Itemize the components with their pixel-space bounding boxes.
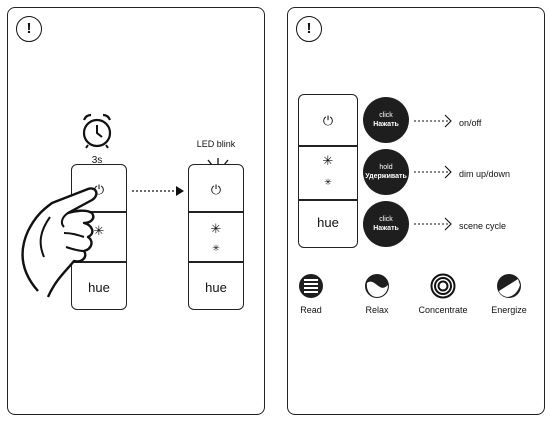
action-result: on/off — [459, 118, 482, 128]
scene-label: Energize — [491, 305, 527, 315]
action-gesture-ru: Нажать — [373, 225, 399, 232]
action-circle-hold: hold Удерживать — [363, 149, 409, 195]
action-result: dim up/down — [459, 169, 511, 179]
remote-diagram: ⏻ ✳ ✳ hue — [298, 94, 358, 248]
dim-down-button[interactable]: ✳ — [212, 243, 220, 253]
divider — [72, 211, 126, 213]
action-gesture: click — [379, 112, 393, 119]
timer-label: 3s — [91, 155, 103, 166]
arrow-icon — [414, 217, 452, 231]
dim-down-button[interactable]: ✳ — [324, 177, 332, 187]
action-gesture: hold — [379, 164, 393, 171]
alarm-clock-icon — [82, 113, 112, 149]
scene-label: Read — [300, 305, 322, 315]
scene-label: Relax — [365, 305, 389, 315]
dim-button[interactable]: ✳ — [93, 223, 105, 238]
action-result: scene cycle — [459, 221, 507, 231]
remote-after: ⏻ ✳ ✳ hue — [188, 164, 244, 310]
action-circle-click: click Нажать — [363, 201, 409, 247]
left-panel: ! 3s ⏻ ✳ hue LED blink ⏻ ✳ ✳ — [7, 7, 265, 415]
hue-button[interactable]: hue — [88, 280, 110, 295]
action-gesture: click — [379, 216, 393, 223]
divider — [299, 145, 357, 147]
power-button[interactable]: ⏻ — [210, 182, 222, 197]
hue-button[interactable]: hue — [317, 215, 339, 230]
dim-button[interactable]: ✳ — [322, 153, 334, 168]
led-blink-label: LED blink — [196, 139, 236, 149]
dim-button[interactable]: ✳ — [210, 221, 222, 236]
arrow-icon — [132, 186, 184, 196]
concentrate-icon — [430, 273, 456, 299]
energize-icon — [497, 274, 521, 298]
led-blink-icon — [201, 158, 235, 169]
action-circle-click: click Нажать — [363, 97, 409, 143]
hand-icon — [21, 187, 98, 298]
power-button[interactable]: ⏻ — [93, 182, 105, 197]
action-gesture-ru: Нажать — [373, 121, 399, 128]
divider — [299, 199, 357, 201]
scene-label: Concentrate — [418, 305, 468, 315]
warning-icon: ! — [16, 16, 42, 42]
hue-button[interactable]: hue — [205, 280, 227, 295]
arrow-icon — [414, 114, 452, 128]
relax-icon — [365, 274, 389, 298]
divider — [72, 261, 126, 263]
divider — [189, 261, 243, 263]
power-button[interactable]: ⏻ — [322, 113, 334, 128]
action-gesture-ru: Удерживать — [365, 173, 407, 180]
warning-icon: ! — [296, 16, 322, 42]
right-panel: ! ⏻ ✳ ✳ hue click Нажать hold Удерживать… — [287, 7, 545, 415]
read-icon — [299, 274, 323, 298]
arrow-icon — [414, 165, 452, 179]
divider — [189, 211, 243, 213]
